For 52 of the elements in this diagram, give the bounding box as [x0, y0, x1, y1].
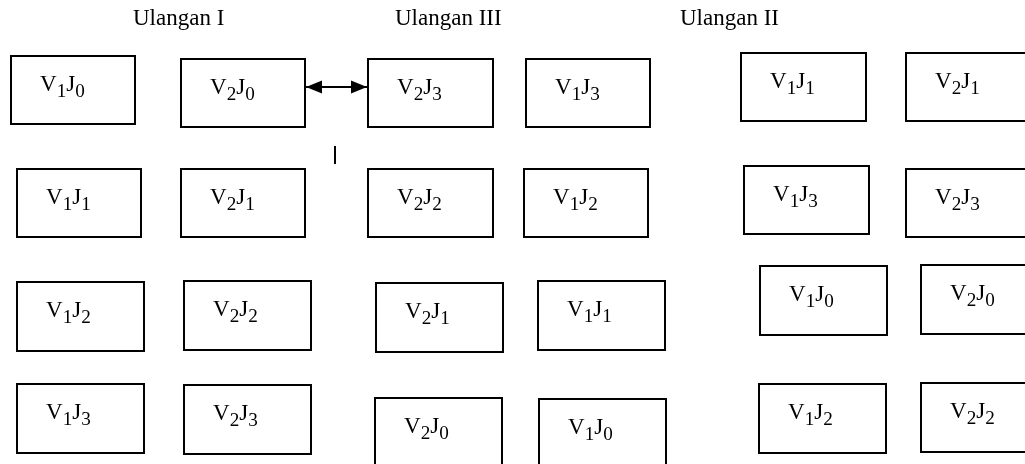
treatment-label: V$_{2}$J$_{1}$ — [405, 298, 450, 329]
plot-box — [537, 280, 666, 351]
plot-box — [758, 383, 887, 454]
plot-box — [538, 398, 667, 464]
treatment-label: V$_{2}$J$_{1}$ — [935, 68, 980, 99]
treatment-label: V$_{2}$J$_{0}$ — [404, 413, 449, 444]
plot-box — [743, 165, 870, 235]
plot-box — [905, 168, 1025, 238]
treatment-label: V$_{2}$J$_{3}$ — [935, 184, 980, 215]
plot-box — [180, 168, 306, 238]
treatment-label: V$_{2}$J$_{2}$ — [950, 398, 995, 429]
treatment-label: V$_{1}$J$_{2}$ — [788, 399, 833, 430]
plot-box — [16, 383, 145, 454]
treatment-label: V$_{1}$J$_{2}$ — [46, 297, 91, 328]
plot-box — [374, 397, 503, 464]
plot-box — [183, 384, 312, 455]
treatment-label: V$_{1}$J$_{0}$ — [568, 414, 613, 445]
treatment-label: V$_{2}$J$_{2}$ — [397, 184, 442, 215]
plot-box — [16, 281, 145, 352]
plot-box — [523, 168, 649, 238]
treatment-label: V$_{2}$J$_{2}$ — [213, 296, 258, 327]
treatment-label: V$_{1}$J$_{0}$ — [40, 71, 85, 102]
treatment-label: V$_{2}$J$_{3}$ — [397, 74, 442, 105]
plot-box — [375, 282, 504, 353]
double-arrow — [305, 80, 368, 94]
treatment-label: V$_{1}$J$_{3}$ — [46, 399, 91, 430]
plot-box — [367, 168, 494, 238]
treatment-label: V$_{2}$J$_{0}$ — [210, 74, 255, 105]
treatment-label: V$_{1}$J$_{3}$ — [555, 74, 600, 105]
plot-box — [183, 280, 312, 351]
replicate-heading: Ulangan I — [133, 5, 225, 31]
plot-box — [920, 382, 1025, 453]
plot-box — [905, 52, 1025, 122]
plot-box — [740, 52, 867, 122]
treatment-label: V$_{1}$J$_{3}$ — [773, 181, 818, 212]
plot-box — [16, 168, 142, 238]
plot-box — [525, 58, 651, 128]
replicate-heading: Ulangan II — [680, 5, 779, 31]
plot-box — [920, 264, 1025, 335]
treatment-label: V$_{1}$J$_{1}$ — [46, 184, 91, 215]
plot-box — [367, 58, 494, 128]
plot-box — [759, 265, 888, 336]
replicate-heading: Ulangan III — [395, 5, 502, 31]
treatment-label: V$_{2}$J$_{0}$ — [950, 280, 995, 311]
treatment-label: V$_{1}$J$_{1}$ — [770, 68, 815, 99]
treatment-label: V$_{1}$J$_{2}$ — [553, 184, 598, 215]
treatment-label: V$_{1}$J$_{1}$ — [567, 296, 612, 327]
treatment-label: V$_{2}$J$_{1}$ — [210, 184, 255, 215]
treatment-label: V$_{2}$J$_{3}$ — [213, 400, 258, 431]
plot-box — [180, 58, 306, 128]
plot-box — [10, 55, 136, 125]
treatment-label: V$_{1}$J$_{0}$ — [789, 281, 834, 312]
